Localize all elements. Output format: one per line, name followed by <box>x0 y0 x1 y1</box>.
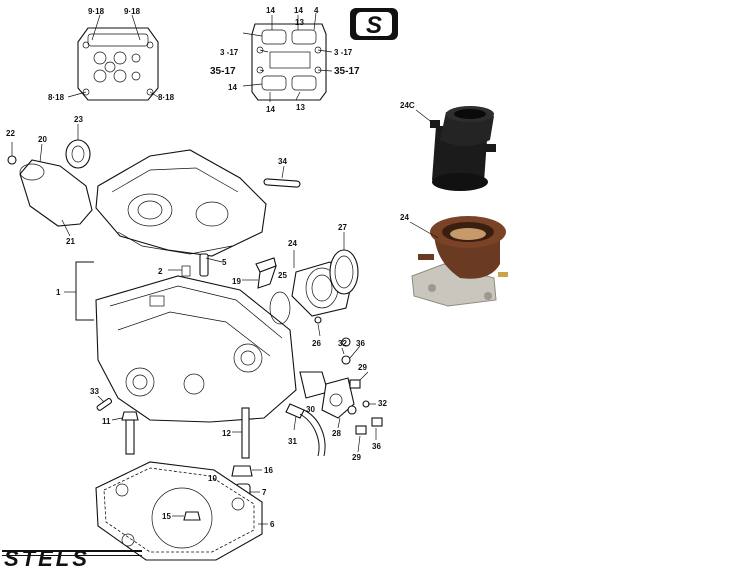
callout-label: 21 <box>66 237 75 246</box>
callout-label: 36 <box>372 442 381 451</box>
callout-label: 4 <box>314 6 319 15</box>
callout-label: 14 <box>294 6 303 15</box>
callout-label: 30 <box>306 405 315 414</box>
brand-emblem-letter: S <box>366 12 382 39</box>
head-bottom-view: 14 14 4 13 3 -17 3 -17 35-17 35-17 14 14… <box>210 6 360 114</box>
intake-manifold-24-photo: 24 <box>400 213 508 307</box>
callout-label: 11 <box>102 417 111 426</box>
callout-label: 9·18 <box>88 7 105 16</box>
callout-label: 19 <box>232 277 241 286</box>
callout-label: 16 <box>264 466 273 475</box>
callout-label: 31 <box>288 437 297 446</box>
callout-label: 9·18 <box>124 7 141 16</box>
callout-label: 6 <box>270 520 275 529</box>
callout-label: 12 <box>222 429 231 438</box>
callout-label: 15 <box>162 512 171 521</box>
callout-label: 29 <box>358 363 367 372</box>
photo-label-24c: 24C <box>400 101 415 110</box>
callout-label: 3 -17 <box>220 48 239 57</box>
callout-label: 7 <box>262 488 267 497</box>
callout-label: 2 <box>158 267 163 276</box>
callout-label: 33 <box>90 387 99 396</box>
callout-label: 26 <box>312 339 321 348</box>
callout-label: 13 <box>295 18 304 27</box>
callout-label: 8·18 <box>158 93 175 102</box>
callout-label: 1 <box>56 288 61 297</box>
callout-label: 35-17 <box>334 66 360 77</box>
callout-label: 8·18 <box>48 93 65 102</box>
callout-label: 28 <box>332 429 341 438</box>
callout-label: 29 <box>352 453 361 462</box>
callout-label: 34 <box>278 157 287 166</box>
callout-label: 27 <box>338 223 347 232</box>
main-exploded-view: 22 20 23 21 34 1 2 5 19 24 25 27 26 32 3… <box>6 115 387 561</box>
callout-label: 32 <box>338 339 347 348</box>
callout-label: 24 <box>288 239 297 248</box>
callout-label: 14 <box>266 105 275 114</box>
callout-label: 14 <box>266 6 275 15</box>
photo-label-24: 24 <box>400 213 409 222</box>
callout-label: 5 <box>222 258 227 267</box>
callout-label: 23 <box>74 115 83 124</box>
callout-label: 10 <box>208 474 217 483</box>
head-top-view: 9·18 9·18 8·18 8·18 <box>48 7 175 102</box>
brand-wordmark-text: STELS <box>4 546 90 570</box>
callout-label: 35-17 <box>210 66 236 77</box>
brand-emblem: S <box>350 8 398 40</box>
callout-label: 20 <box>38 135 47 144</box>
callout-label: 14 <box>228 83 237 92</box>
callout-label: 36 <box>356 339 365 348</box>
callout-label: 25 <box>278 271 287 280</box>
intake-manifold-24c-photo: 24C <box>400 101 496 191</box>
callout-label: 32 <box>378 399 387 408</box>
callout-label: 13 <box>296 103 305 112</box>
callout-label: 3 -17 <box>334 48 353 57</box>
brand-wordmark: STELS <box>2 546 142 571</box>
callout-label: 22 <box>6 129 15 138</box>
